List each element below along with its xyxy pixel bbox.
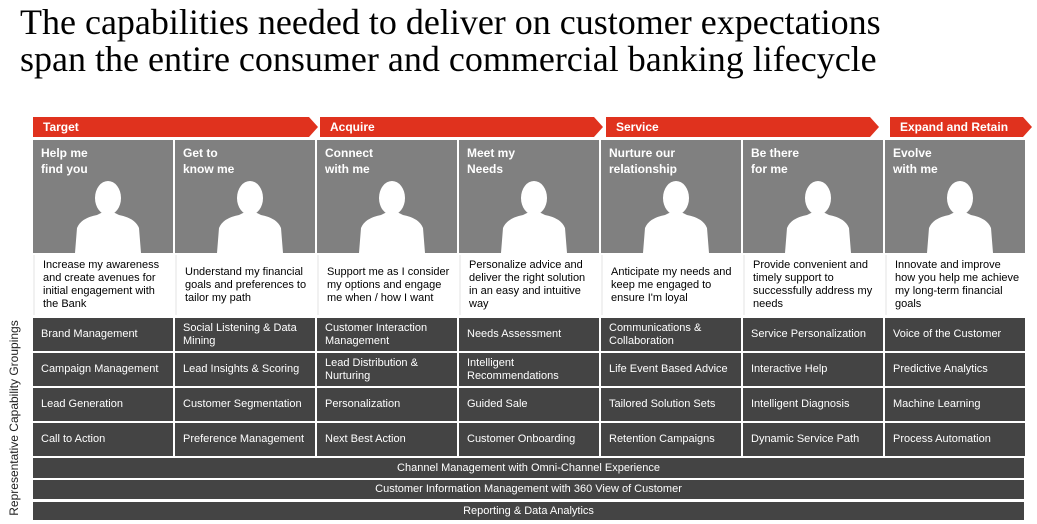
person-silhouette-icon: [785, 181, 851, 253]
capability-cell: Lead Insights & Scoring: [175, 353, 315, 386]
capability-bar: Channel Management with Omni-Channel Exp…: [33, 458, 1024, 478]
capability-cell: Machine Learning: [885, 388, 1025, 421]
persona-description: Innovate and improve how you help me ach…: [885, 255, 1025, 315]
persona-description: Provide convenient and timely support to…: [743, 255, 883, 315]
capability-cell: Social Listening & Data Mining: [175, 318, 315, 351]
capability-cell: Voice of the Customer: [885, 318, 1025, 351]
capability-cell: Tailored Solution Sets: [601, 388, 741, 421]
capability-cell: Process Automation: [885, 423, 1025, 456]
capability-bar: Reporting & Data Analytics: [33, 502, 1024, 520]
capability-cell: Life Event Based Advice: [601, 353, 741, 386]
phase-target: Target: [33, 117, 318, 137]
phase-service: Service: [606, 117, 879, 137]
capability-cell: Brand Management: [33, 318, 173, 351]
capability-cell: Needs Assessment: [459, 318, 599, 351]
capability-cell: Guided Sale: [459, 388, 599, 421]
capability-cell: Customer Onboarding: [459, 423, 599, 456]
person-silhouette-icon: [643, 181, 709, 253]
capability-cell: Retention Campaigns: [601, 423, 741, 456]
persona-description: Anticipate my needs and keep me engaged …: [601, 255, 741, 315]
phase-acquire: Acquire: [320, 117, 603, 137]
persona-description: Personalize advice and deliver the right…: [459, 255, 599, 315]
capability-cell: Customer Interaction Management: [317, 318, 457, 351]
person-silhouette-icon: [359, 181, 425, 253]
capability-cell: Intelligent Diagnosis: [743, 388, 883, 421]
capability-cell: Dynamic Service Path: [743, 423, 883, 456]
capability-cell: Predictive Analytics: [885, 353, 1025, 386]
side-label: Representative Capability Groupings: [7, 320, 21, 516]
person-silhouette-icon: [927, 181, 993, 253]
person-silhouette-icon: [501, 181, 567, 253]
capability-bar: Customer Information Management with 360…: [33, 480, 1024, 499]
capability-cell: Personalization: [317, 388, 457, 421]
capability-cell: Next Best Action: [317, 423, 457, 456]
capability-cell: Intelligent Recommendations: [459, 353, 599, 386]
capability-cell: Campaign Management: [33, 353, 173, 386]
capability-cell: Call to Action: [33, 423, 173, 456]
phase-expand-retain: Expand and Retain: [890, 117, 1032, 137]
capability-cell: Customer Segmentation: [175, 388, 315, 421]
persona-description: Understand my financial goals and prefer…: [175, 255, 315, 315]
persona-description: Support me as I consider my options and …: [317, 255, 457, 315]
capability-cell: Interactive Help: [743, 353, 883, 386]
capability-cell: Preference Management: [175, 423, 315, 456]
capability-cell: Communications & Collaboration: [601, 318, 741, 351]
capability-cell: Lead Generation: [33, 388, 173, 421]
capability-cell: Lead Distribution & Nurturing: [317, 353, 457, 386]
person-silhouette-icon: [75, 181, 141, 253]
page-title: The capabilities needed to deliver on cu…: [20, 2, 881, 79]
capability-cell: Service Personalization: [743, 318, 883, 351]
person-silhouette-icon: [217, 181, 283, 253]
persona-description: Increase my awareness and create avenues…: [33, 255, 173, 315]
